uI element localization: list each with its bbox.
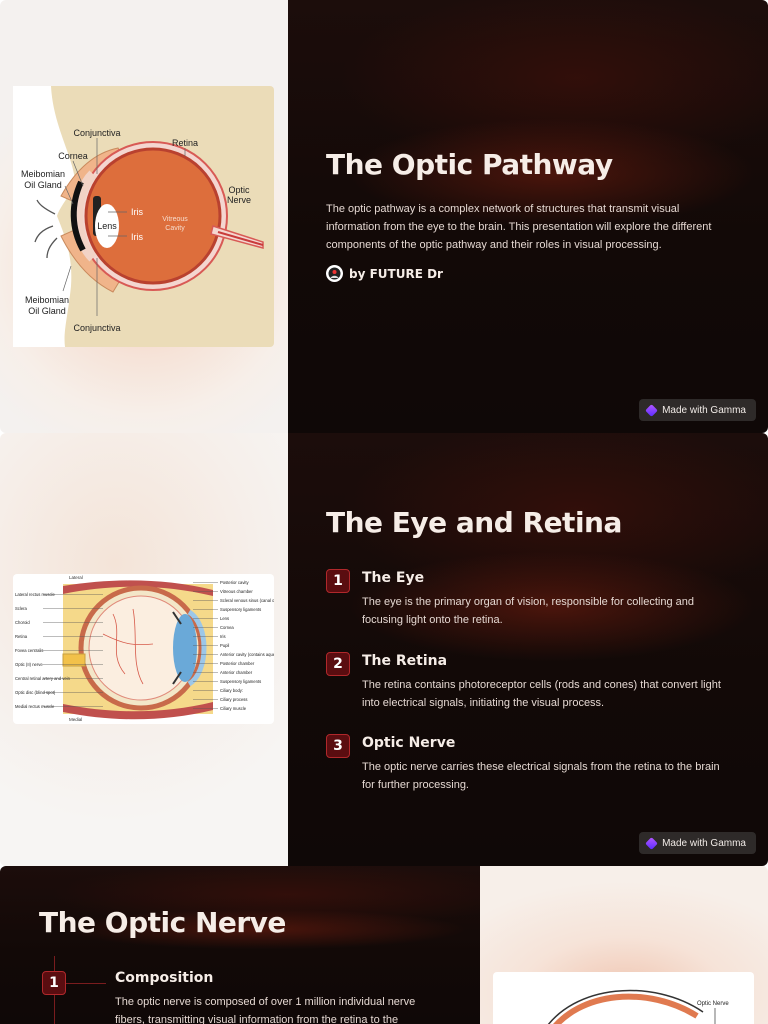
label-iris-bottom: Iris <box>131 232 143 242</box>
eye-cross-section-diagram: Conjunctiva Retina Cornea Meibomian Oil … <box>13 86 274 347</box>
label-meibomian-top-2: Oil Gland <box>24 180 62 190</box>
diagram-label: Anterior cavity (contains aqueous humor) <box>220 652 274 657</box>
step-number-3: 3 <box>326 734 350 758</box>
label-conjunctiva-bottom: Conjunctiva <box>73 323 120 333</box>
diagram-label: Posterior cavity <box>220 580 250 585</box>
slide-title: The Eye and Retina <box>326 506 622 539</box>
slide-title: The Optic Nerve <box>39 906 286 939</box>
diagram-label: Lens <box>220 616 229 621</box>
step-title-2: The Retina <box>362 653 448 669</box>
label-vitreous-2: Cavity <box>165 225 185 232</box>
label-meibomian-bottom-2: Oil Gland <box>28 306 66 316</box>
diagram-label: Ciliary muscle <box>220 706 247 711</box>
diagram-label: Posterior chamber <box>220 661 255 666</box>
left-label-group: Lateral rectus muscleScleraChoroidRetina… <box>15 592 103 709</box>
step-text-1: The eye is the primary organ of vision, … <box>362 596 695 626</box>
diagram-label: Vitreous chamber <box>220 589 253 594</box>
diagram-label: Suspensory ligaments <box>220 607 261 612</box>
diagram-label: Ciliary body: <box>220 688 243 693</box>
diagram-label: Anterior chamber <box>220 670 253 675</box>
label-meibomian-bottom-1: Meibomian <box>25 295 69 305</box>
badge-label: Made with Gamma <box>662 404 746 416</box>
step-number-2: 2 <box>326 652 350 676</box>
made-with-gamma-badge[interactable]: Made with Gamma <box>639 832 756 854</box>
slide-optic-pathway: Conjunctiva Retina Cornea Meibomian Oil … <box>0 0 768 433</box>
diagram-label: Optic (II) nerve <box>15 662 43 667</box>
diagram-label: Retina <box>15 634 28 639</box>
diagram-label: Cornea <box>220 625 234 630</box>
gamma-logo-icon <box>645 403 658 417</box>
step-number-1: 1 <box>326 569 350 593</box>
label-conjunctiva-top: Conjunctiva <box>73 128 120 138</box>
step-text-3: The optic nerve carries these electrical… <box>362 761 720 791</box>
optic-nerve-diagram: Optic Nerve <box>493 972 754 1024</box>
content-panel <box>288 433 768 866</box>
label-optic-1: Optic <box>228 185 250 195</box>
diagram-label: Lateral rectus muscle <box>15 592 55 597</box>
diagram-label: Medial rectus muscle <box>15 704 55 709</box>
eye-anatomy-svg: Lateral Medial Lateral rectus muscleScle… <box>15 575 297 722</box>
diagram-label: Pupil <box>220 643 229 648</box>
step-text-2: The retina contains photoreceptor cells … <box>362 679 721 709</box>
diagram-label: Ciliary process <box>220 697 247 702</box>
step-text-1: The optic nerve is composed of over 1 mi… <box>115 996 416 1024</box>
diagram-label: Scleral venous sinus (canal of Schlemm) <box>220 598 274 603</box>
step-number-1: 1 <box>42 971 66 995</box>
label-optic-2: Nerve <box>227 195 251 205</box>
author-row[interactable]: by FUTURE Dr <box>326 265 443 282</box>
author-avatar-icon <box>328 267 341 280</box>
diagram-label: Choroid <box>15 620 30 625</box>
slide-description: The optic pathway is a complex network o… <box>326 203 712 251</box>
optic-nerve-svg: Optic Nerve <box>547 989 729 1024</box>
made-with-gamma-badge[interactable]: Made with Gamma <box>639 399 756 421</box>
eye-diagram-svg: Conjunctiva Retina Cornea Meibomian Oil … <box>13 86 264 347</box>
gamma-logo-icon <box>645 836 658 850</box>
label-iris-top: Iris <box>131 207 143 217</box>
timeline-connector <box>66 983 106 984</box>
diagram-label: Sclera <box>15 606 28 611</box>
label-retina: Retina <box>172 138 198 148</box>
diagram-label: Suspensory ligaments <box>220 679 261 684</box>
diagram-label: Fovea centralis <box>15 648 43 653</box>
label-lens: Lens <box>97 221 117 231</box>
diagram-label: Iris <box>220 634 226 639</box>
step-title-1: Composition <box>115 970 214 986</box>
step-title-3: Optic Nerve <box>362 735 456 751</box>
label-meibomian-top-1: Meibomian <box>21 169 65 179</box>
label-medial: Medial <box>69 717 82 722</box>
slide-title: The Optic Pathway <box>326 148 613 181</box>
label-vitreous-1: Vitreous <box>162 216 188 223</box>
content-panel <box>0 866 480 1024</box>
diagram-label: Optic disc (blind spot) <box>15 690 56 695</box>
slide-optic-nerve: The Optic Nerve 1 Composition The optic … <box>0 866 768 1024</box>
label-optic-nerve: Optic Nerve <box>697 1001 729 1007</box>
diagram-label: Central retinal artery and vein <box>15 676 71 681</box>
label-cornea: Cornea <box>58 151 88 161</box>
content-panel <box>288 0 768 433</box>
label-lateral: Lateral <box>69 575 83 580</box>
step-title-1: The Eye <box>362 570 425 586</box>
badge-label: Made with Gamma <box>662 837 746 849</box>
author-name: by FUTURE Dr <box>349 266 443 281</box>
author-avatar <box>326 265 343 282</box>
